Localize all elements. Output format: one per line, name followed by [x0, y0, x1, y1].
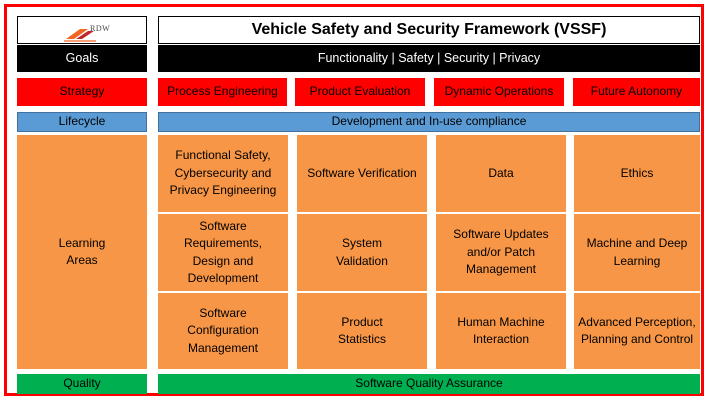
- quality-label: Quality: [17, 374, 147, 394]
- logo-text: RDW: [90, 24, 111, 33]
- strategy-process-engineering: Process Engineering: [158, 78, 287, 106]
- goals-value: Functionality | Safety | Security | Priv…: [158, 45, 700, 72]
- goals-label: Goals: [17, 45, 147, 72]
- strategy-dynamic-operations: Dynamic Operations: [434, 78, 564, 106]
- lifecycle-label: Lifecycle: [17, 112, 147, 132]
- learning-area-cell: Human Machine Interaction: [436, 293, 566, 369]
- learning-area-cell: Advanced Perception, Planning and Contro…: [574, 293, 700, 369]
- strategy-product-evaluation: Product Evaluation: [295, 78, 425, 106]
- learning-area-cell: Data: [436, 135, 566, 212]
- learning-area-cell: Functional Safety, Cybersecurity and Pri…: [158, 135, 288, 212]
- learning-area-cell: Software Verification: [297, 135, 427, 212]
- learning-areas-label-text: Learning Areas: [58, 235, 106, 267]
- learning-area-cell: Software Requirements, Design and Develo…: [158, 214, 288, 291]
- learning-area-cell: Ethics: [574, 135, 700, 212]
- learning-area-cell: Product Statistics: [297, 293, 427, 369]
- learning-area-cell: Software Configuration Management: [158, 293, 288, 369]
- quality-value: Software Quality Assurance: [158, 374, 700, 394]
- learning-area-cell: System Validation: [297, 214, 427, 291]
- rdw-logo-icon: [64, 29, 96, 42]
- logo-box: RDW: [17, 16, 147, 44]
- page-title: Vehicle Safety and Security Framework (V…: [158, 16, 700, 44]
- learning-areas-label: Learning Areas: [17, 135, 147, 369]
- strategy-future-autonomy: Future Autonomy: [573, 78, 700, 106]
- learning-area-cell: Machine and Deep Learning: [574, 214, 700, 291]
- lifecycle-value: Development and In-use compliance: [158, 112, 700, 132]
- learning-area-cell: Software Updates and/or Patch Management: [436, 214, 566, 291]
- strategy-label: Strategy: [17, 78, 147, 106]
